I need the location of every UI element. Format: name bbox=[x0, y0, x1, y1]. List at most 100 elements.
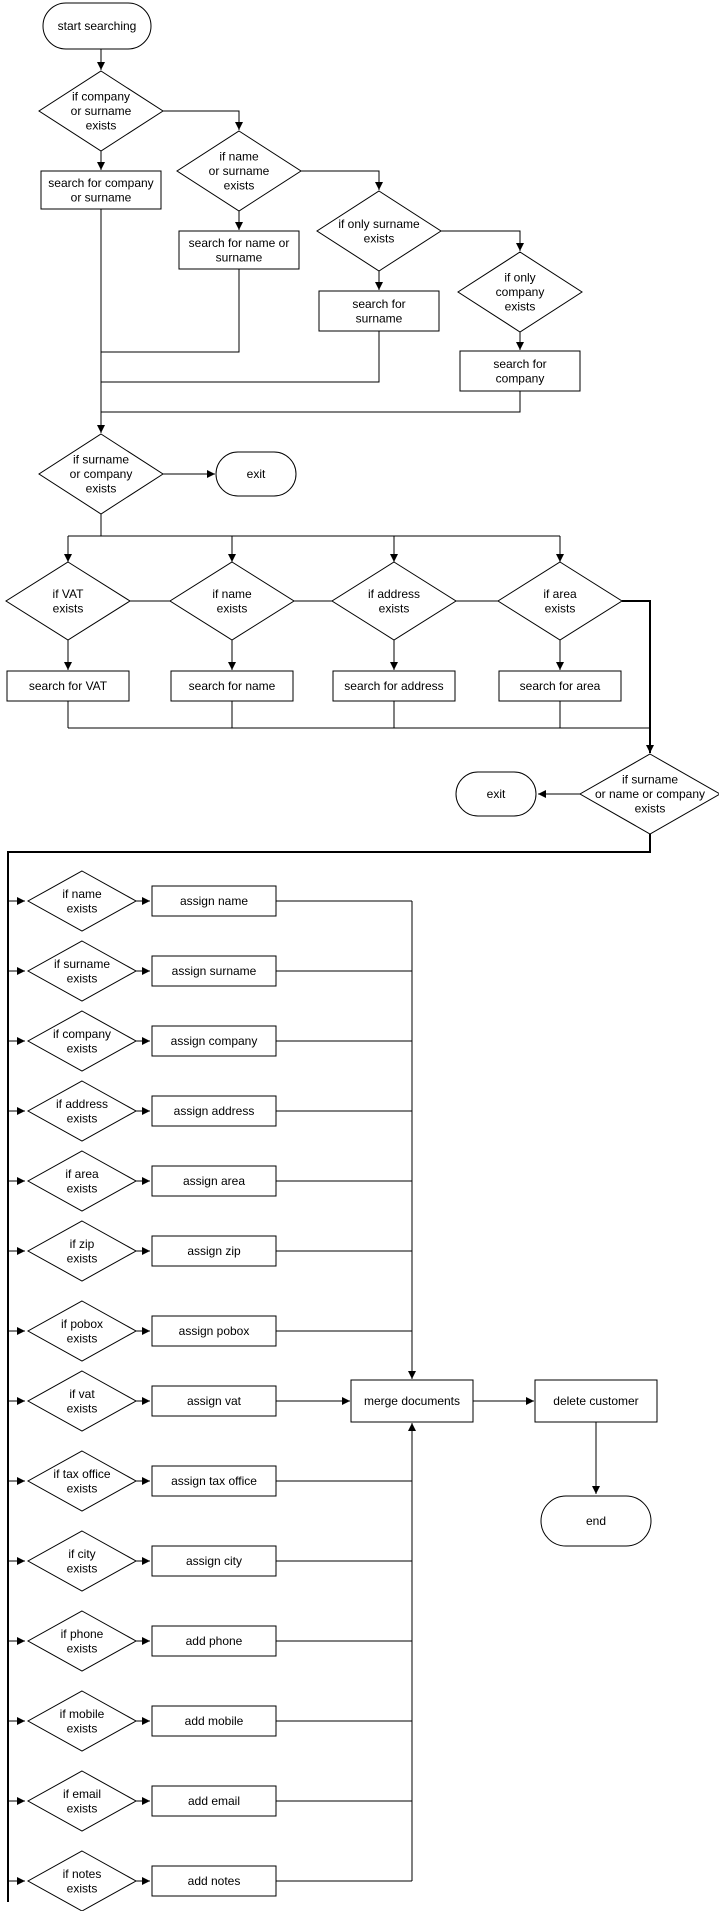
process-delete-customer: delete customer bbox=[534, 1379, 658, 1423]
process-assign-13-label: add email bbox=[188, 1794, 240, 1808]
decision-name-or-surname-shape bbox=[176, 130, 302, 212]
end-terminal: end bbox=[540, 1495, 652, 1547]
process-delete-customer-label: delete customer bbox=[553, 1394, 638, 1408]
decision-assign-6-shape bbox=[26, 1220, 138, 1282]
decision-assign-11-label-1: if phone bbox=[61, 1627, 104, 1641]
process-check-3-shape bbox=[332, 670, 456, 702]
decision-check-4-shape bbox=[497, 561, 623, 641]
decision-assign-11-shape bbox=[26, 1610, 138, 1672]
decision-assign-1-label-1: if name bbox=[62, 887, 102, 901]
process-search-name-or-surname-label-1: search for name or bbox=[189, 236, 290, 250]
process-assign-8-shape bbox=[151, 1385, 277, 1417]
process-assign-5-shape bbox=[151, 1165, 277, 1197]
decision-any-exists-shape bbox=[578, 753, 719, 835]
exit-terminal-1-shape bbox=[215, 451, 297, 497]
decision-assign-14-shape bbox=[26, 1850, 138, 1911]
decision-assign-13-shape bbox=[26, 1770, 138, 1832]
decision-any-exists-label-3: exists bbox=[635, 802, 666, 816]
process-assign-14-label: add notes bbox=[188, 1874, 241, 1888]
process-search-surname-label-1: search for bbox=[352, 297, 405, 311]
process-search-company-or-surname-label-1: search for company bbox=[48, 176, 153, 190]
decision-assign-3-label-1: if company bbox=[53, 1027, 111, 1041]
process-delete-customer-shape bbox=[534, 1379, 658, 1423]
process-check-2: search for name bbox=[170, 670, 294, 702]
process-assign-10-label: assign city bbox=[186, 1554, 242, 1568]
decision-assign-11-label-2: exists bbox=[67, 1641, 98, 1655]
process-search-company-label-2: company bbox=[496, 371, 545, 385]
exit-terminal-2: exit bbox=[455, 771, 537, 817]
process-check-3-label: search for address bbox=[344, 679, 443, 693]
process-search-company-shape bbox=[459, 350, 581, 392]
process-assign-7-label: assign pobox bbox=[179, 1324, 250, 1338]
decision-check-2-shape bbox=[169, 561, 295, 641]
end-terminal-shape bbox=[540, 1495, 652, 1547]
connector-11 bbox=[101, 331, 380, 383]
process-search-company-or-surname-shape bbox=[40, 170, 162, 210]
process-check-1: search for VAT bbox=[6, 670, 130, 702]
decision-assign-14-label-1: if notes bbox=[63, 1867, 102, 1881]
process-merge-documents-shape bbox=[350, 1379, 474, 1423]
decision-surname-or-company-shape bbox=[38, 433, 164, 515]
process-assign-6: assign zip bbox=[151, 1235, 277, 1267]
decision-check-1-label-2: exists bbox=[53, 601, 84, 615]
process-assign-8: assign vat bbox=[151, 1385, 277, 1417]
process-assign-2: assign surname bbox=[151, 955, 277, 987]
process-assign-6-shape bbox=[151, 1235, 277, 1267]
process-assign-11-label: add phone bbox=[186, 1634, 243, 1648]
decision-assign-8-label-1: if vat bbox=[69, 1387, 95, 1401]
exit-terminal-2-label: exit bbox=[487, 787, 506, 801]
process-assign-13-shape bbox=[151, 1785, 277, 1817]
decision-assign-3-shape bbox=[26, 1010, 138, 1072]
process-assign-1-shape bbox=[151, 885, 277, 917]
process-assign-9-label: assign tax office bbox=[171, 1474, 257, 1488]
decision-check-4-label-2: exists bbox=[545, 601, 576, 615]
decision-check-4-label-1: if area bbox=[543, 587, 577, 601]
decision-surname-or-company-label-3: exists bbox=[86, 482, 117, 496]
decision-assign-13-label-1: if email bbox=[63, 1787, 101, 1801]
connector-10 bbox=[101, 269, 240, 353]
connector-34 bbox=[7, 834, 651, 1902]
decision-assign-3-label-2: exists bbox=[67, 1041, 98, 1055]
decision-assign-2-label-1: if surname bbox=[54, 957, 110, 971]
process-assign-1: assign name bbox=[151, 885, 277, 917]
decision-assign-4-shape bbox=[26, 1080, 138, 1142]
process-search-name-or-surname-label-2: surname bbox=[216, 250, 263, 264]
decision-name-or-surname-label-3: exists bbox=[224, 179, 255, 193]
process-check-2-label: search for name bbox=[189, 679, 276, 693]
decision-name-or-surname-label-1: if name bbox=[219, 150, 259, 164]
decision-assign-2-label-2: exists bbox=[67, 971, 98, 985]
process-check-4-shape bbox=[498, 670, 622, 702]
process-assign-3-label: assign company bbox=[171, 1034, 258, 1048]
process-assign-7-shape bbox=[151, 1315, 277, 1347]
process-search-company-label-1: search for bbox=[493, 357, 546, 371]
decision-assign-10-label-1: if city bbox=[68, 1547, 95, 1561]
process-merge-documents: merge documents bbox=[350, 1379, 474, 1423]
process-assign-9: assign tax office bbox=[151, 1465, 277, 1497]
process-assign-4-label: assign address bbox=[174, 1104, 255, 1118]
process-assign-2-label: assign surname bbox=[172, 964, 257, 978]
decision-any-exists-label-2: or name or company bbox=[595, 787, 705, 801]
decision-assign-4-label-1: if address bbox=[56, 1097, 108, 1111]
process-check-3: search for address bbox=[332, 670, 456, 702]
process-assign-12: add mobile bbox=[151, 1705, 277, 1737]
decision-only-company-label-3: exists bbox=[505, 300, 536, 314]
decision-surname-or-company-label-1: if surname bbox=[73, 453, 129, 467]
connector-5 bbox=[301, 170, 383, 190]
